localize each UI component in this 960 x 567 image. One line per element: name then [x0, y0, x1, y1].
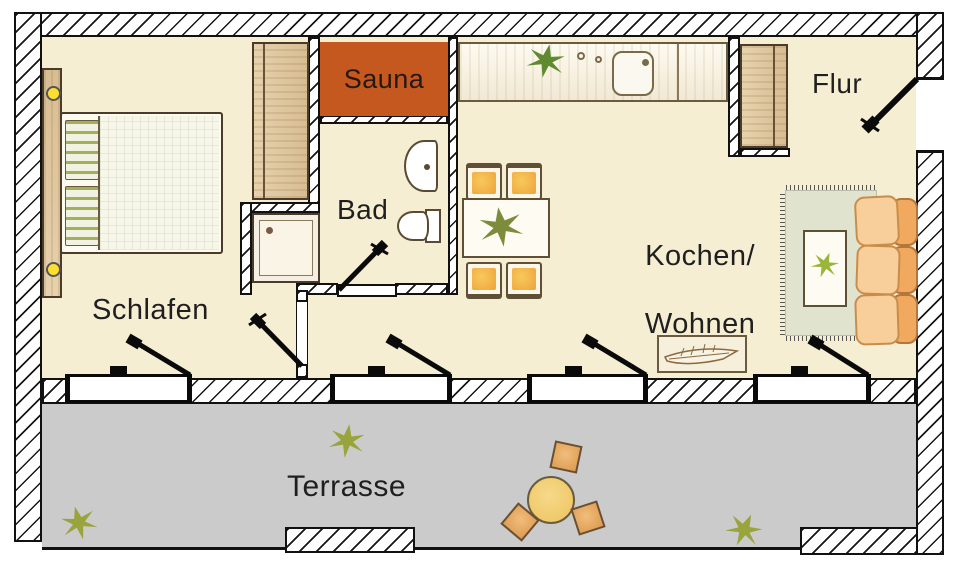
door-handle-icon	[368, 366, 385, 375]
terrace-pier-right	[800, 527, 918, 555]
schlafen-door-opening	[296, 302, 308, 364]
sofa-seat-cushion	[853, 194, 901, 248]
terrace-floor	[42, 404, 916, 550]
wardrobe-schlafen	[252, 42, 309, 200]
wardrobe-divider-line	[773, 46, 775, 146]
bed	[60, 112, 223, 254]
shower-drain	[266, 227, 273, 234]
wall-door-stub-bottom	[296, 364, 308, 378]
dining-chair	[506, 163, 542, 200]
wardrobe-flur	[740, 44, 788, 148]
wall-left	[14, 12, 42, 542]
sideboard	[657, 335, 747, 373]
wall-bad-bottom-right	[395, 283, 448, 295]
toilet-bowl	[397, 211, 429, 241]
pillow	[65, 186, 99, 246]
room-label-terrasse: Terrasse	[287, 470, 407, 503]
pillow	[65, 120, 99, 180]
kitchen-counter	[458, 42, 728, 102]
rug-fringe	[780, 191, 785, 335]
wardrobe-divider-line	[263, 44, 265, 198]
wall-flur-stub-vertical	[728, 37, 740, 157]
shower	[252, 213, 320, 283]
wall-shower-top	[240, 202, 320, 213]
room-label-flur: Flur	[812, 68, 863, 99]
room-label-sauna: Sauna	[343, 63, 425, 94]
door-handle-icon	[791, 366, 808, 375]
counter-divider-line	[677, 44, 679, 100]
wall-flur-stub-horizontal	[740, 148, 790, 157]
dining-chair	[466, 163, 502, 200]
chair-seat	[472, 268, 496, 290]
terrace-door	[330, 374, 452, 403]
room-label-kochen-wohnen: Kochen/ Wohnen	[598, 205, 768, 375]
terrace-door	[65, 374, 192, 403]
sauna-room: Sauna	[320, 42, 448, 116]
bedside-lamp	[46, 262, 61, 277]
bedside-lamp	[46, 86, 61, 101]
wall-sauna-bottom	[320, 115, 448, 124]
room-label-schlafen: Schlafen	[92, 294, 209, 326]
knob-icon	[577, 52, 585, 60]
chair-seat	[512, 172, 536, 194]
wall-bad-right	[448, 37, 458, 295]
rug-fringe	[786, 336, 876, 341]
model-boat-icon	[663, 343, 740, 365]
chair-seat	[472, 172, 496, 194]
terrace-pier-left	[285, 527, 415, 553]
kitchen-sink	[612, 51, 654, 96]
door-handle-icon	[565, 366, 582, 375]
knob-icon	[595, 56, 602, 63]
terrace-door	[753, 374, 871, 403]
dining-chair	[466, 262, 502, 299]
room-label-kochen: Kochen/	[645, 240, 756, 272]
wall-top	[14, 12, 944, 37]
rug-fringe	[786, 185, 876, 190]
duvet	[98, 116, 219, 250]
terrace-door	[527, 374, 648, 403]
terrace-stool	[549, 440, 583, 474]
wall-door-stub-top	[296, 290, 308, 302]
bad-door-opening	[337, 284, 397, 297]
chair-seat	[512, 268, 536, 290]
entrance-door-opening	[916, 77, 944, 153]
sofa-seat-cushion	[854, 293, 900, 346]
sofa	[853, 194, 918, 346]
faucet-icon	[642, 59, 649, 66]
sink-drain	[424, 164, 430, 170]
wall-shower-left	[240, 202, 252, 295]
dining-chair	[506, 262, 542, 299]
room-label-bad: Bad	[337, 194, 389, 225]
room-label-wohnen: Wohnen	[644, 308, 756, 340]
door-handle-icon	[110, 366, 127, 375]
bathroom-sink	[404, 140, 438, 192]
sofa-seat-cushion	[855, 244, 901, 296]
